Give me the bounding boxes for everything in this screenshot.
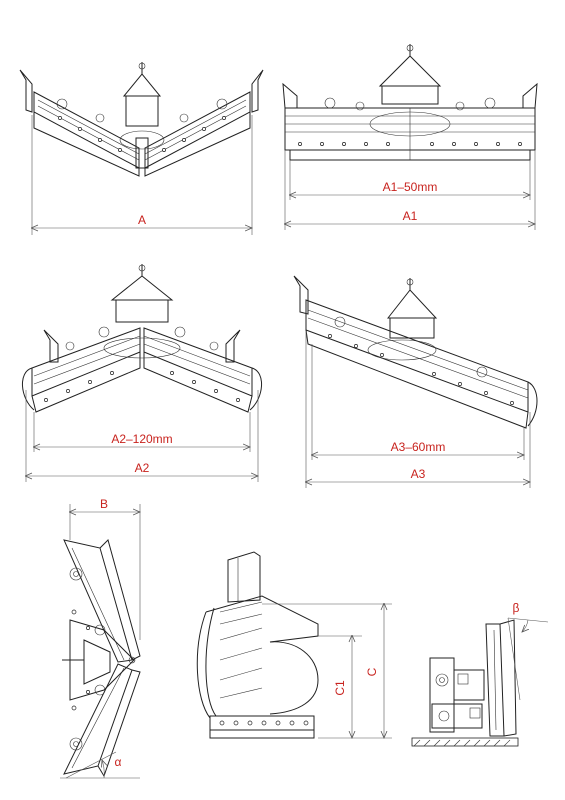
dim-label-beta: β: [513, 601, 520, 615]
dim-label-a3: A3: [411, 467, 426, 481]
dim-label-a2-120: A2–120mm: [111, 432, 172, 446]
view-straight-position: [282, 44, 538, 230]
dim-label-alpha: α: [115, 755, 122, 769]
dim-label-a: A: [138, 213, 146, 227]
view-tilt: [411, 617, 549, 747]
dim-label-c1: C1: [333, 680, 347, 696]
view-v-position: [19, 62, 264, 235]
dim-label-c: C: [365, 667, 379, 676]
view-angled-position: [293, 275, 538, 488]
view-side: [196, 551, 392, 738]
dim-label-a2: A2: [135, 461, 150, 475]
view-top: [60, 504, 140, 779]
dim-label-a3-60: A3–60mm: [391, 440, 446, 454]
dim-label-a1-50: A1–50mm: [383, 180, 438, 194]
dim-label-b: B: [100, 497, 108, 511]
view-arrow-position: [22, 264, 262, 482]
dim-label-a1: A1: [403, 209, 418, 223]
